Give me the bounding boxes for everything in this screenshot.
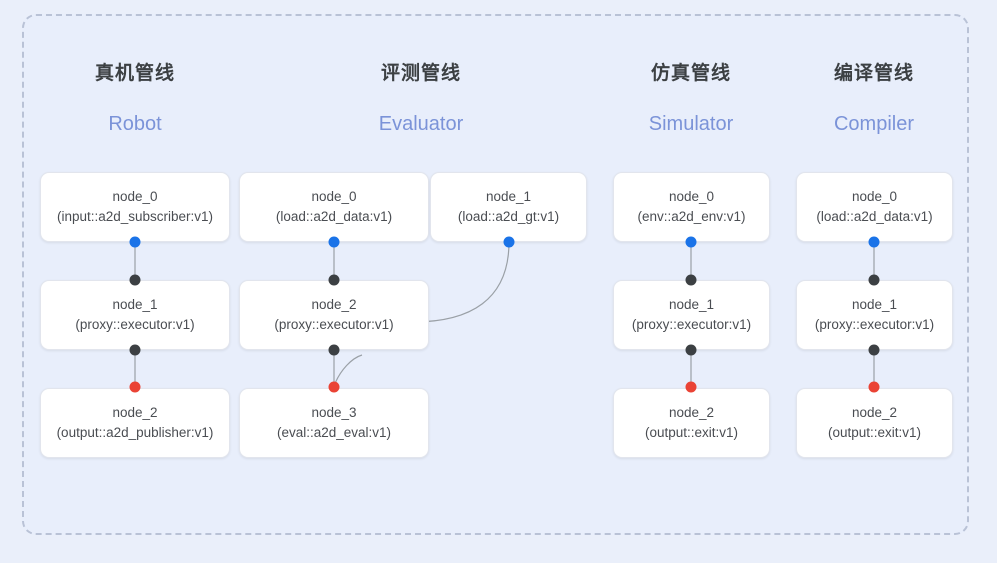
node-box-compiler-1[interactable]: node_1 (proxy::executor:v1)	[796, 280, 953, 350]
node-spec: (proxy::executor:v1)	[75, 317, 195, 332]
node-name: node_1	[851, 297, 898, 312]
port-input-red[interactable]	[328, 381, 340, 393]
node-spec: (proxy::executor:v1)	[631, 317, 752, 332]
node-name: node_0	[668, 189, 715, 204]
node-spec: (input::a2d_subscriber:v1)	[56, 209, 214, 224]
node-spec: (output::exit:v1)	[644, 425, 739, 440]
port-input-red[interactable]	[868, 381, 880, 393]
node-name: node_1	[112, 297, 158, 312]
node-box-evaluator-1-gt[interactable]: node_1 (load::a2d_gt:v1)	[430, 172, 587, 242]
node-name: node_1	[668, 297, 715, 312]
node-spec: (load::a2d_data:v1)	[816, 209, 933, 224]
node-name: node_2	[851, 405, 898, 420]
node-spec: (proxy::executor:v1)	[814, 317, 935, 332]
node-name: node_2	[311, 297, 357, 312]
port-input-red[interactable]	[685, 381, 697, 393]
node-spec: (output::exit:v1)	[827, 425, 922, 440]
port-output-dark[interactable]	[685, 344, 697, 356]
node-box-evaluator-0[interactable]: node_0 (load::a2d_data:v1)	[239, 172, 429, 242]
port-output-dark[interactable]	[868, 344, 880, 356]
port-output-blue[interactable]	[328, 236, 340, 248]
port-input-dark[interactable]	[129, 274, 141, 286]
port-output-blue-gt[interactable]	[503, 236, 515, 248]
node-name: node_2	[112, 405, 158, 420]
node-box-robot-0[interactable]: node_0 (input::a2d_subscriber:v1)	[40, 172, 230, 242]
port-input-dark[interactable]	[328, 274, 340, 286]
port-output-blue[interactable]	[129, 236, 141, 248]
node-box-robot-2[interactable]: node_2 (output::a2d_publisher:v1)	[40, 388, 230, 458]
node-box-robot-1[interactable]: node_1 (proxy::executor:v1)	[40, 280, 230, 350]
node-name: node_0	[851, 189, 898, 204]
port-input-dark[interactable]	[868, 274, 880, 286]
node-name: node_0	[112, 189, 158, 204]
node-name: node_0	[311, 189, 357, 204]
node-name: node_1	[485, 189, 532, 204]
node-box-evaluator-2[interactable]: node_2 (proxy::executor:v1)	[239, 280, 429, 350]
port-output-blue[interactable]	[685, 236, 697, 248]
node-box-compiler-2[interactable]: node_2 (output::exit:v1)	[796, 388, 953, 458]
node-box-simulator-0[interactable]: node_0 (env::a2d_env:v1)	[613, 172, 770, 242]
port-output-dark[interactable]	[328, 344, 340, 356]
node-box-evaluator-3[interactable]: node_3 (eval::a2d_eval:v1)	[239, 388, 429, 458]
node-name: node_3	[311, 405, 357, 420]
node-spec: (eval::a2d_eval:v1)	[276, 425, 392, 440]
node-box-simulator-1[interactable]: node_1 (proxy::executor:v1)	[613, 280, 770, 350]
port-output-dark[interactable]	[129, 344, 141, 356]
node-spec: (proxy::executor:v1)	[274, 317, 394, 332]
port-output-blue[interactable]	[868, 236, 880, 248]
node-spec: (load::a2d_gt:v1)	[457, 209, 560, 224]
node-spec: (output::a2d_publisher:v1)	[56, 425, 214, 440]
node-name: node_2	[668, 405, 715, 420]
node-box-compiler-0[interactable]: node_0 (load::a2d_data:v1)	[796, 172, 953, 242]
node-spec: (env::a2d_env:v1)	[637, 209, 746, 224]
port-input-red[interactable]	[129, 381, 141, 393]
node-spec: (load::a2d_data:v1)	[275, 209, 393, 224]
port-input-dark[interactable]	[685, 274, 697, 286]
node-box-simulator-2[interactable]: node_2 (output::exit:v1)	[613, 388, 770, 458]
